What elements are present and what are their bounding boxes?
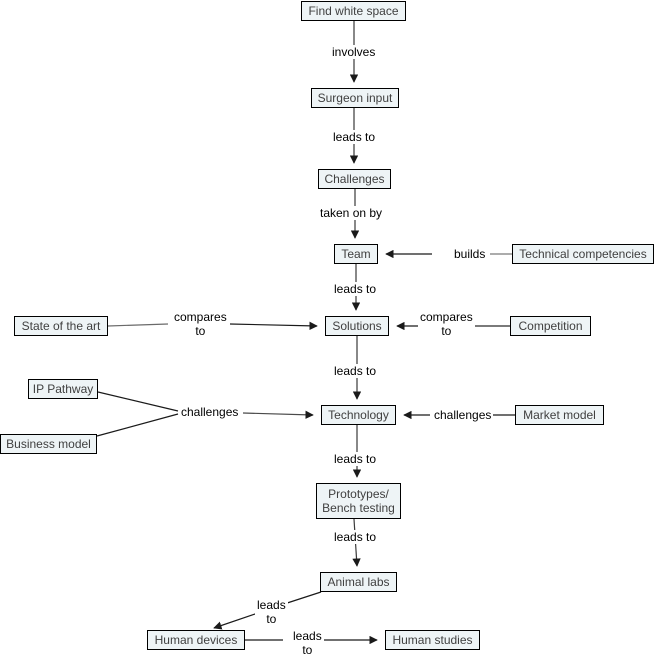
node-market-model[interactable]: Market model — [515, 405, 604, 425]
edge-label-challenges-market-model: challenges — [432, 408, 494, 422]
node-label: Find white space — [308, 4, 399, 18]
node-label: Team — [341, 247, 371, 261]
node-animal-labs[interactable]: Animal labs — [320, 572, 397, 592]
node-ip-pathway[interactable]: IP Pathway — [28, 379, 98, 399]
edge-label-involves: involves — [330, 45, 378, 59]
edge-label-leads-to-human-studies: leads to — [291, 629, 324, 656]
node-label: Animal labs — [327, 575, 390, 589]
node-technology[interactable]: Technology — [321, 405, 396, 425]
edge-label-leads-to-challenges: leads to — [331, 130, 378, 144]
edge-label-taken-on-by: taken on by — [318, 206, 385, 220]
node-challenges[interactable]: Challenges — [318, 169, 391, 189]
edge-label-leads-to-prototypes: leads to — [332, 452, 379, 466]
edge-label-compares-to-state-of-the-art: compares to — [172, 310, 229, 338]
node-label: Solutions — [332, 319, 382, 333]
edge-compares-to-state-of-the-art — [107, 321, 318, 331]
edge-label-challenges-left: challenges — [179, 405, 241, 419]
edge-label-leads-to-solutions: leads to — [332, 282, 379, 296]
node-human-devices[interactable]: Human devices — [147, 630, 245, 650]
edge-label-leads-to-technology: leads to — [332, 364, 379, 378]
node-label: State of the art — [21, 319, 101, 333]
node-technical-competencies[interactable]: Technical competencies — [512, 244, 654, 264]
node-solutions[interactable]: Solutions — [325, 316, 389, 336]
node-label: Business model — [6, 437, 91, 451]
edge-label-compares-to-competition: compares to — [418, 310, 475, 338]
node-label: Challenges — [324, 172, 385, 186]
node-team[interactable]: Team — [334, 244, 378, 264]
node-business-model[interactable]: Business model — [0, 434, 97, 454]
node-surgeon-input[interactable]: Surgeon input — [311, 88, 399, 108]
node-state-of-the-art[interactable]: State of the art — [14, 316, 108, 336]
edge-challenges-to-technology — [242, 410, 314, 419]
node-label: Competition — [518, 319, 583, 333]
node-label: Prototypes/ Bench testing — [322, 487, 395, 515]
node-label: Human studies — [392, 633, 473, 647]
node-prototypes-bench-testing[interactable]: Prototypes/ Bench testing — [316, 483, 401, 519]
node-label: IP Pathway — [32, 382, 94, 396]
edge-challenges-business-model — [96, 413, 179, 437]
edge-label-leads-to-human-devices: leads to — [255, 598, 288, 626]
edge-label-builds: builds — [452, 247, 488, 261]
edge-label-leads-to-animal-labs: leads to — [332, 530, 379, 544]
node-label: Market model — [523, 408, 596, 422]
node-label: Technology — [328, 408, 389, 422]
node-label: Technical competencies — [519, 247, 647, 261]
node-label: Human devices — [154, 633, 238, 647]
node-label: Surgeon input — [317, 91, 393, 105]
node-find-white-space[interactable]: Find white space — [301, 1, 406, 21]
node-competition[interactable]: Competition — [510, 316, 591, 336]
edge-challenges-ip-pathway — [97, 391, 179, 412]
node-human-studies[interactable]: Human studies — [385, 630, 480, 650]
